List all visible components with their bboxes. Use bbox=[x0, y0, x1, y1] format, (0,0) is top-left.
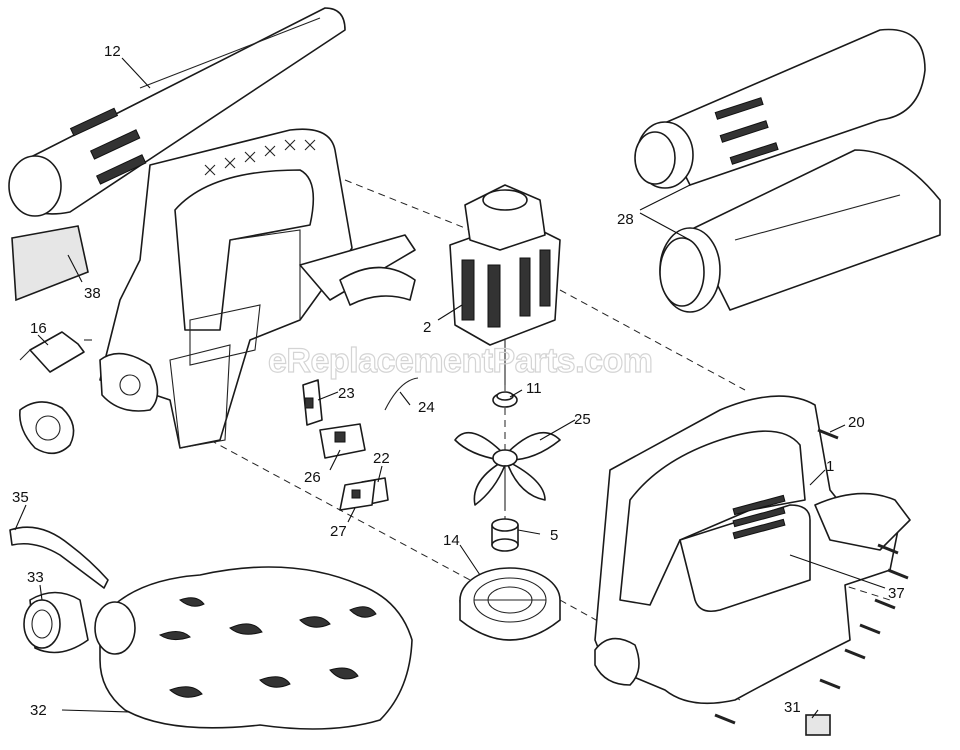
callout-2: 2 bbox=[423, 319, 431, 336]
callout-25: 25 bbox=[574, 411, 591, 428]
callout-22: 22 bbox=[373, 450, 390, 467]
label-31[interactable] bbox=[805, 714, 831, 736]
callout-33: 33 bbox=[27, 569, 44, 586]
fan-impeller-25[interactable] bbox=[454, 431, 561, 510]
fan-housing-14[interactable] bbox=[459, 567, 561, 641]
label-38[interactable] bbox=[11, 225, 89, 302]
power-plug-16[interactable] bbox=[18, 331, 92, 455]
housing-left-half[interactable] bbox=[99, 128, 416, 449]
callout-38: 38 bbox=[84, 285, 101, 302]
callout-35: 35 bbox=[12, 489, 29, 506]
callout-11: 11 bbox=[526, 380, 542, 397]
callout-12: 12 bbox=[104, 43, 121, 60]
callout-1: 1 bbox=[826, 458, 834, 475]
callout-32: 32 bbox=[30, 702, 47, 719]
callout-14: 14 bbox=[443, 532, 460, 549]
callout-labels: 12 38 16 2 28 11 25 5 14 20 1 37 31 32 3… bbox=[12, 43, 905, 719]
motor-2[interactable] bbox=[449, 184, 561, 385]
callout-26: 26 bbox=[304, 469, 321, 486]
callout-24: 24 bbox=[418, 399, 435, 416]
callout-16: 16 bbox=[30, 320, 47, 337]
leader-lines bbox=[14, 57, 886, 719]
housing-right-half-1[interactable] bbox=[594, 395, 911, 705]
nozzle-28[interactable] bbox=[634, 28, 941, 313]
callout-37: 37 bbox=[888, 585, 905, 602]
callout-27: 27 bbox=[330, 523, 347, 540]
watermark-text: eReplacementParts.com bbox=[268, 342, 652, 380]
switch-26[interactable] bbox=[319, 423, 366, 459]
callout-20: 20 bbox=[848, 414, 865, 431]
collection-bag-32[interactable] bbox=[94, 566, 413, 730]
blower-tube-12[interactable] bbox=[8, 7, 346, 217]
bag-adapter-33[interactable] bbox=[23, 591, 89, 654]
bushing-5[interactable] bbox=[491, 518, 519, 552]
switch-23[interactable] bbox=[302, 379, 323, 426]
wire-24[interactable] bbox=[384, 377, 419, 411]
washer-11[interactable] bbox=[492, 391, 518, 408]
strap-35[interactable] bbox=[9, 526, 109, 589]
callout-23: 23 bbox=[338, 385, 355, 402]
terminal-27[interactable] bbox=[339, 479, 376, 511]
screws-20[interactable] bbox=[714, 428, 909, 725]
callout-5: 5 bbox=[550, 527, 558, 544]
callout-28: 28 bbox=[617, 211, 634, 228]
callout-31: 31 bbox=[784, 699, 801, 716]
